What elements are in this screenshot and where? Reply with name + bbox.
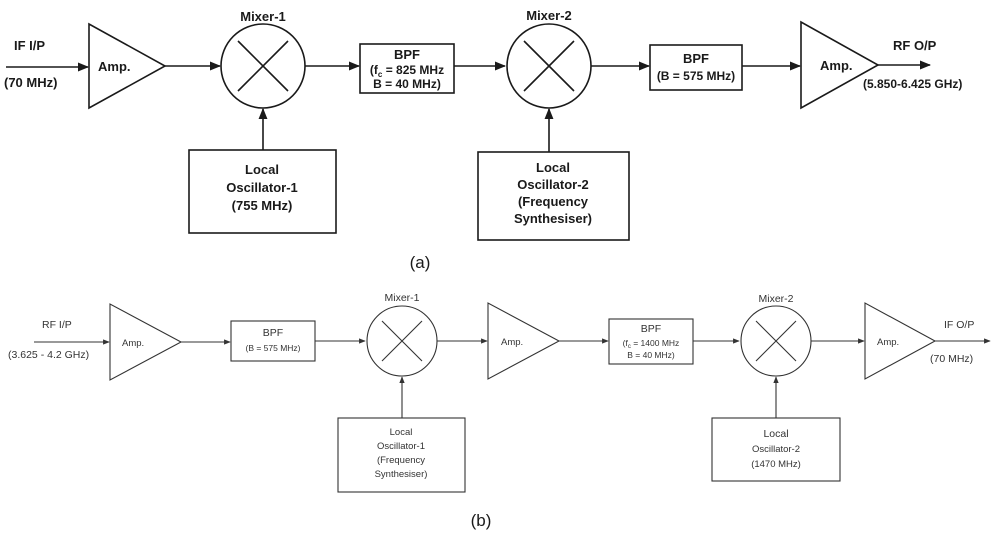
a-lo2-box — [477, 151, 630, 241]
a-input-freq: (70 MHz) — [4, 75, 57, 90]
b-mixer1-label: Mixer-1 — [384, 292, 419, 304]
a-amp1-triangle — [88, 22, 167, 110]
b-lo1-line2: Oscillator-1 — [377, 441, 425, 452]
b-bpf1-title: BPF — [263, 327, 283, 339]
b-caption: (b) — [471, 511, 492, 530]
a-bpf1-title: BPF — [394, 47, 420, 62]
b-lo1-line1: Local — [390, 427, 413, 438]
a-lo1-line1: Local — [245, 162, 279, 177]
b-amp1-triangle — [109, 303, 183, 381]
a-lo1-line3: (755 MHz) — [232, 198, 293, 213]
b-amp2-label: Amp. — [501, 337, 523, 348]
b-bpf2-bw: B = 40 MHz) — [627, 350, 675, 360]
a-input-label: IF I/P — [14, 38, 45, 53]
b-lo1-line3: (Frequency — [377, 455, 425, 466]
a-bpf1-bw: B = 40 MHz) — [373, 77, 441, 91]
b-bpf2-title: BPF — [641, 323, 661, 335]
b-lo1-line4: Synthesiser) — [375, 469, 428, 480]
a-bpf2-bw: (B = 575 MHz) — [657, 69, 735, 83]
b-lo2-line2: Oscillator-2 — [752, 444, 800, 455]
a-mixer1-label: Mixer-1 — [240, 9, 286, 24]
b-output-freq: (70 MHz) — [930, 353, 973, 365]
a-lo2-line1: Local — [536, 160, 570, 175]
a-bpf2-box — [649, 44, 743, 91]
diagram-a: IF I/P (70 MHz) Amp. Mixer-1 Local Oscil… — [4, 8, 962, 272]
b-amp1-label: Amp. — [122, 338, 144, 349]
diagram-b: RF I/P (3.625 - 4.2 GHz) Amp. BPF (B = 5… — [8, 292, 991, 530]
a-lo1-line2: Oscillator-1 — [226, 180, 298, 195]
a-caption: (a) — [410, 253, 431, 272]
b-lo2-box — [711, 417, 841, 482]
a-mixer1-cross — [237, 40, 289, 92]
a-bpf2-title: BPF — [683, 51, 709, 66]
b-bpf1-bw: (B = 575 MHz) — [245, 343, 300, 353]
b-input-freq: (3.625 - 4.2 GHz) — [8, 349, 89, 361]
a-bpf1-box — [359, 43, 455, 94]
a-output-label: RF O/P — [893, 38, 937, 53]
b-amp2-triangle — [487, 302, 561, 380]
a-mixer2-cross — [523, 40, 575, 92]
a-lo2-line2: Oscillator-2 — [517, 177, 589, 192]
a-bpf1-fc: (fc = 825 MHz — [370, 63, 444, 79]
b-mixer1-cross — [381, 320, 423, 362]
b-lo2-line1: Local — [763, 428, 788, 440]
b-bpf1-box — [230, 320, 316, 362]
a-mixer2-label: Mixer-2 — [526, 8, 572, 23]
a-amp2-triangle — [800, 20, 880, 110]
b-mixer2-label: Mixer-2 — [758, 293, 793, 305]
b-bpf2-fc: (fc = 1400 MHz — [623, 338, 680, 350]
a-lo2-line4: Synthesiser) — [514, 211, 592, 226]
b-amp3-triangle — [864, 302, 937, 380]
a-lo2-line3: (Frequency — [518, 194, 589, 209]
b-output-label: IF O/P — [944, 319, 974, 331]
a-output-freq: (5.850-6.425 GHz) — [863, 77, 962, 91]
a-amp1-label: Amp. — [98, 59, 131, 74]
b-lo1-box — [337, 417, 466, 493]
a-amp2-label: Amp. — [820, 58, 853, 73]
b-mixer2-cross — [755, 320, 797, 362]
b-input-label: RF I/P — [42, 319, 72, 331]
b-amp3-label: Amp. — [877, 337, 899, 348]
b-lo2-line3: (1470 MHz) — [751, 459, 801, 470]
b-bpf2-box — [608, 318, 694, 365]
